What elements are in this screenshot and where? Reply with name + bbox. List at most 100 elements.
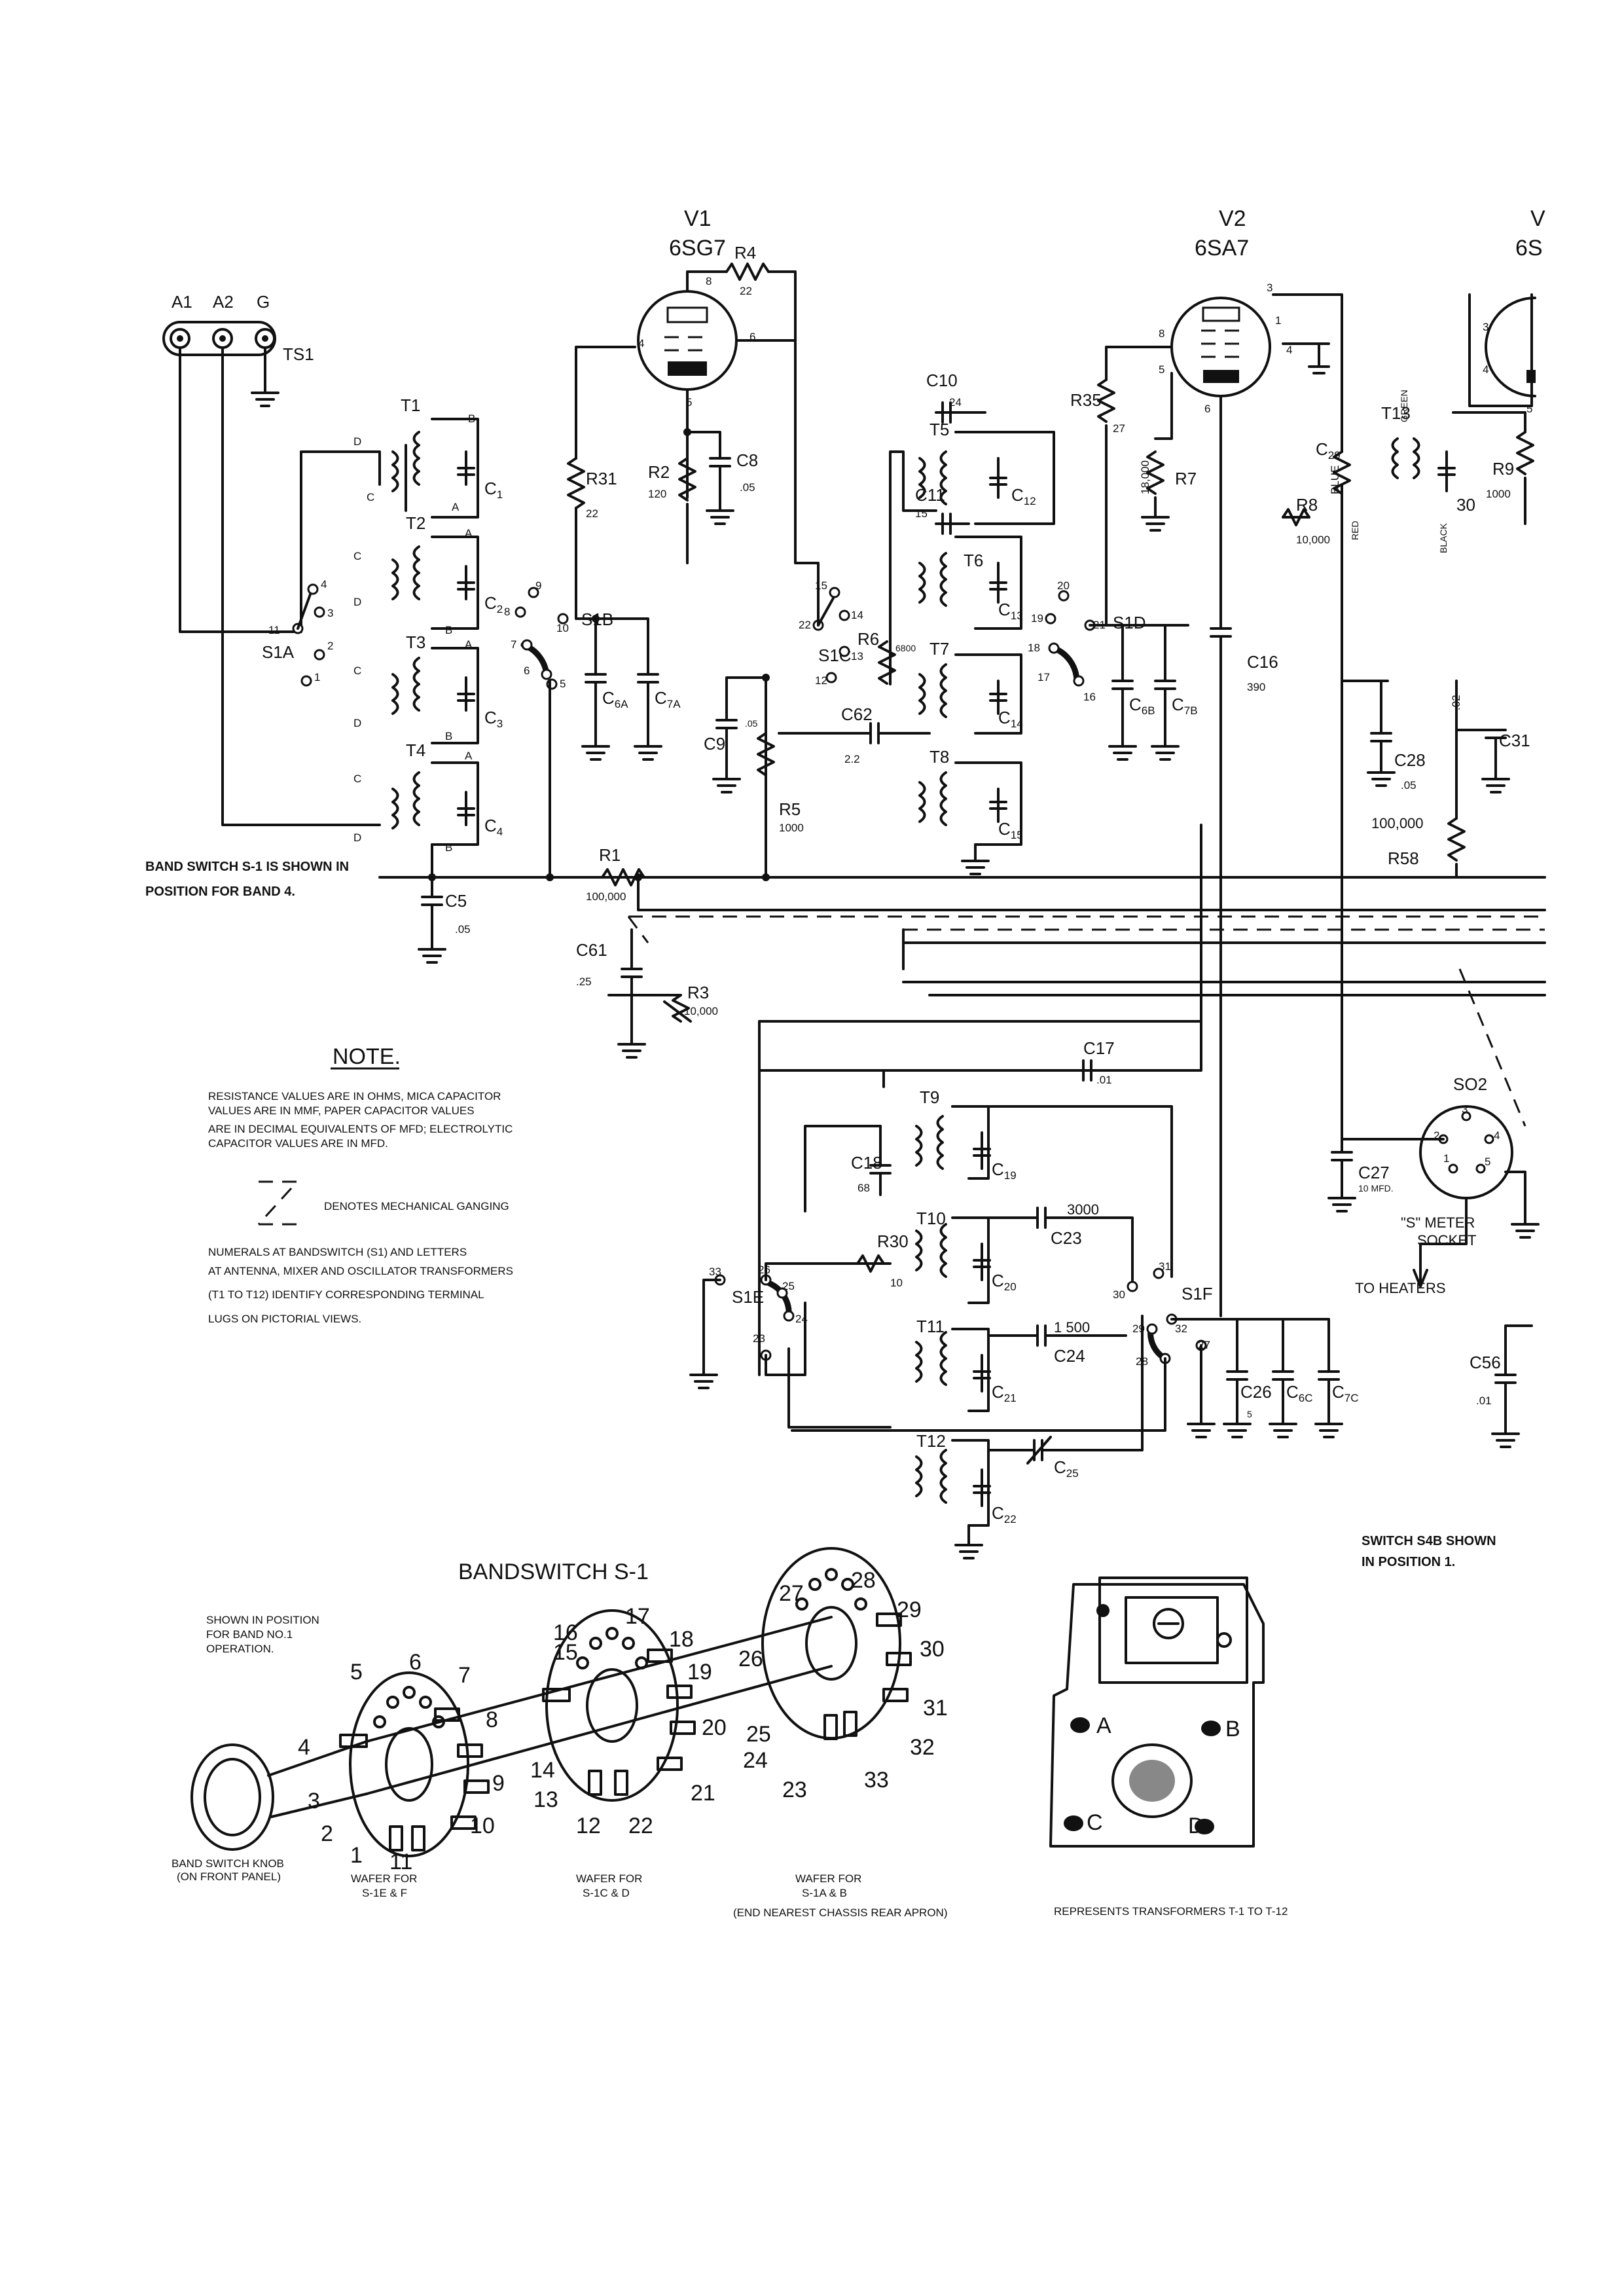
c18-value: 68 [857, 1182, 870, 1194]
note-block: NOTE. RESISTANCE VALUES ARE IN OHMS, MIC… [208, 1044, 513, 1325]
c16-ref: C16 [1247, 652, 1278, 672]
tube-v3-ref: V [1530, 206, 1545, 231]
svg-text:28: 28 [851, 1568, 876, 1593]
switch-s1f: S1F 30 31 32 29 28 27 [791, 1260, 1330, 1438]
wafer3-caption-3: (END NEAREST CHASSIS REAR APRON) [733, 1906, 947, 1919]
svg-text:3: 3 [308, 1789, 320, 1813]
c62-value: 2.2 [844, 753, 860, 765]
r31-resistor: R31 22 [567, 346, 640, 620]
svg-text:26: 26 [758, 1264, 770, 1276]
svg-text:8: 8 [486, 1707, 498, 1732]
lug-b: B [1225, 1717, 1240, 1741]
r31-value: 22 [586, 507, 598, 520]
svg-text:7: 7 [458, 1663, 471, 1688]
svg-text:10: 10 [470, 1813, 495, 1838]
c5-value: .05 [455, 923, 471, 936]
r30-ref: R30 [877, 1231, 909, 1251]
svg-text:A: A [452, 501, 460, 513]
switch-s4b-note: SWITCH S4B SHOWN IN POSITION 1. [1362, 1534, 1496, 1569]
c62-ref: C62 [841, 704, 873, 724]
svg-text:5: 5 [1526, 403, 1532, 415]
wafer-s1e-f: 4 3 2 1 11 5 6 7 8 9 10 WAFER FOR S-1E &… [298, 1650, 505, 1899]
t4-label: T4 [406, 740, 425, 760]
tube-v3-type: 6S [1515, 236, 1543, 261]
oscillator-coil-bank: T9 T10 T11 T12 C17 .01 C18 68 C19 C20 R3… [758, 1020, 1202, 1559]
svg-text:22: 22 [628, 1813, 653, 1838]
svg-text:A: A [465, 638, 473, 651]
svg-text:B: B [445, 730, 452, 742]
svg-text:3: 3 [1267, 282, 1272, 294]
svg-text:6: 6 [409, 1650, 422, 1675]
svg-text:18: 18 [1028, 642, 1040, 654]
wafer-s1c-d: 15 16 17 18 19 20 21 22 12 13 14 WAFER F… [530, 1604, 727, 1899]
numerals-line-3: (T1 TO T12) IDENTIFY CORRESPONDING TERMI… [208, 1288, 484, 1301]
r58-ref: R58 [1388, 848, 1419, 868]
svg-text:5: 5 [560, 678, 566, 690]
c11-value: 15 [915, 507, 928, 520]
wafer3-caption-2: S-1A & B [802, 1887, 847, 1899]
tube-v2-ref: V2 [1219, 206, 1246, 231]
svg-text:1: 1 [1275, 314, 1281, 327]
t1-label: T1 [401, 395, 420, 415]
svg-text:1: 1 [350, 1843, 363, 1868]
svg-text:C: C [353, 773, 361, 785]
c27-electrolytic: C27 10 MFD. [1327, 1138, 1394, 1212]
c6a-c7a-capacitors: C6A C7A [581, 615, 681, 761]
wafer2-caption-2: S-1C & D [583, 1887, 630, 1899]
r9-value: 1000 [1486, 488, 1511, 500]
tube-v2-type: 6SA7 [1195, 236, 1249, 261]
svg-text:3: 3 [1483, 321, 1489, 333]
svg-text:5: 5 [350, 1660, 363, 1685]
s1f-label: S1F [1182, 1284, 1213, 1303]
svg-text:17: 17 [1038, 671, 1050, 683]
transformer-pictorial: A B C D REPRESENTS TRANSFORMERS T-1 TO T… [1049, 1576, 1288, 1918]
shown-in-line2: FOR BAND NO.1 [206, 1628, 293, 1641]
svg-text:RED: RED [1350, 520, 1360, 540]
band-switch-note-line1: BAND SWITCH S-1 IS SHOWN IN [145, 860, 349, 874]
wafer2-caption-1: WAFER FOR [576, 1872, 642, 1885]
svg-text:30: 30 [1456, 495, 1475, 515]
bandswitch-title: BANDSWITCH S-1 [458, 1559, 649, 1584]
tube-v1-type: 6SG7 [669, 236, 726, 261]
svg-text:19: 19 [687, 1660, 712, 1685]
c24-value: 1 500 [1054, 1319, 1090, 1336]
svg-text:8: 8 [504, 606, 510, 618]
svg-text:4: 4 [1494, 1129, 1500, 1142]
svg-text:30: 30 [1113, 1288, 1125, 1301]
c23-ref: C23 [1051, 1228, 1082, 1248]
c56-ref: C56 [1470, 1353, 1501, 1372]
tube-v1-ref: V1 [684, 206, 712, 231]
c31-ref: C31 [1499, 731, 1530, 750]
c16-value: 390 [1247, 681, 1265, 693]
r9-ref: R9 [1492, 459, 1514, 479]
svg-text:5: 5 [1485, 1156, 1490, 1168]
band-switch-note-line2: POSITION FOR BAND 4. [145, 884, 295, 899]
knob-caption-2: (ON FRONT PANEL) [177, 1870, 281, 1883]
svg-text:33: 33 [864, 1768, 889, 1793]
s4b-note-line1: SWITCH S4B SHOWN [1362, 1534, 1496, 1548]
transformer-caption: REPRESENTS TRANSFORMERS T-1 TO T-12 [1054, 1905, 1288, 1918]
c17-ref: C17 [1083, 1038, 1115, 1058]
c8-ref: C8 [736, 450, 758, 470]
svg-text:25: 25 [746, 1722, 771, 1747]
svg-text:31: 31 [923, 1696, 948, 1721]
svg-text:C: C [353, 550, 361, 562]
terminal-a1: A1 [171, 292, 192, 312]
c9-ref: C9 [704, 734, 725, 754]
note-line-4: CAPACITOR VALUES ARE IN MFD. [208, 1137, 388, 1150]
to-heaters: TO HEATERS [1355, 1280, 1446, 1296]
svg-text:4: 4 [321, 578, 327, 591]
r7-ref: R7 [1175, 469, 1197, 488]
svg-text:28: 28 [1136, 1355, 1148, 1368]
svg-text:13: 13 [533, 1787, 558, 1812]
svg-text:GREEN: GREEN [1399, 390, 1409, 422]
svg-text:24: 24 [743, 1748, 768, 1773]
wafer1-caption-2: S-1E & F [362, 1887, 407, 1899]
wafer1-caption-1: WAFER FOR [351, 1872, 417, 1885]
svg-text:6: 6 [524, 665, 530, 677]
svg-text:D: D [353, 435, 361, 448]
switch-s1d: S1D 20 21 19 18 17 16 [1028, 579, 1189, 703]
c28-c31-r58: C28 .05 .02 C31 100,000 R58 [1367, 680, 1530, 879]
svg-text:6: 6 [749, 331, 755, 343]
svg-text:A: A [465, 750, 473, 762]
